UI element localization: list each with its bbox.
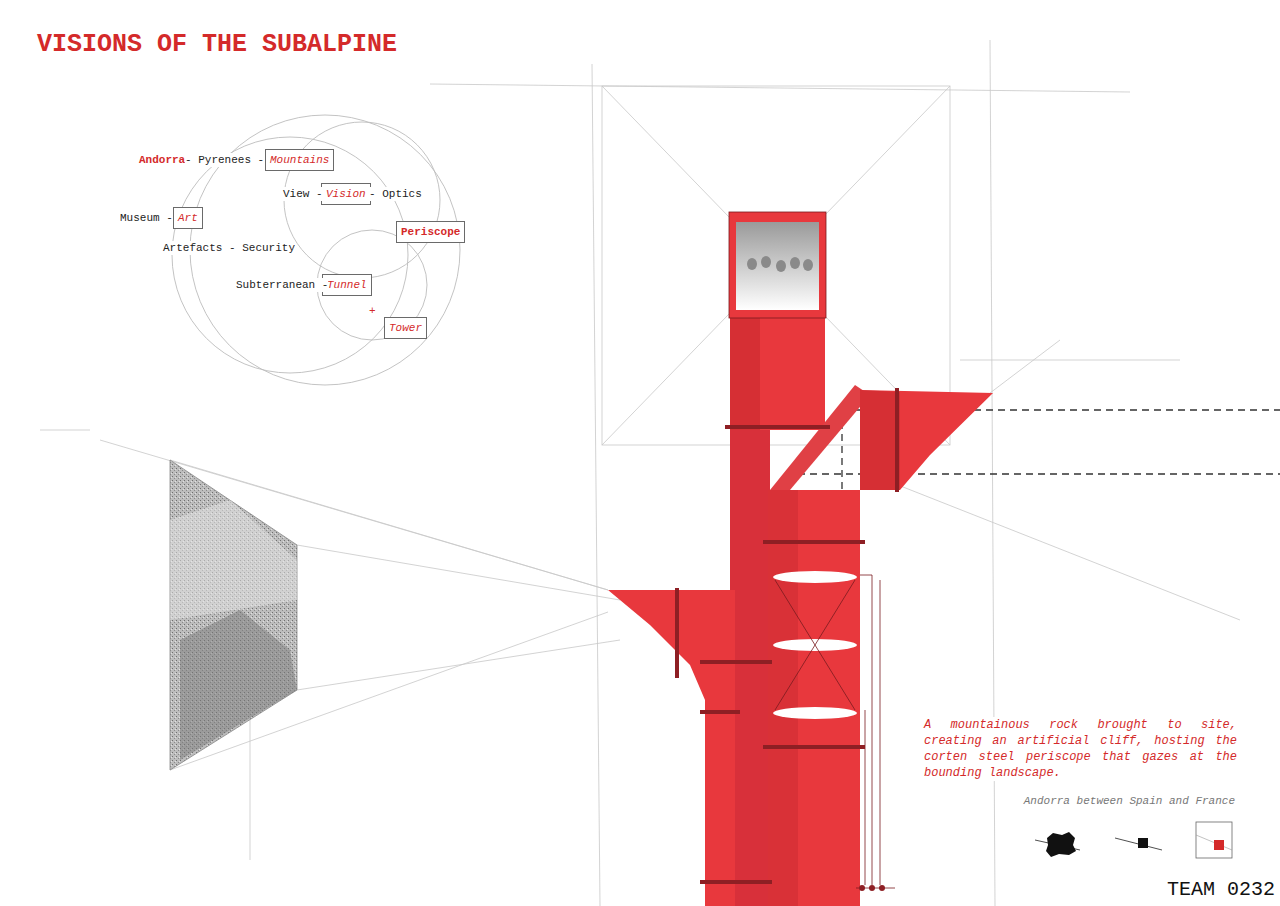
concept-label: TEAM 0232 <box>1167 877 1275 902</box>
concept-label: - Pyrenees - <box>185 153 264 167</box>
concept-box: Periscope <box>396 221 465 243</box>
concept-box: Art <box>173 207 203 229</box>
concept-box: Tunnel <box>322 274 372 296</box>
concept-label: Artefacts - Security <box>163 241 295 255</box>
concept-word: Art <box>178 211 198 225</box>
concept-label: Museum - <box>120 211 173 225</box>
concept-label: Andorra <box>139 153 185 167</box>
concept-label: Subterranean - <box>236 278 328 292</box>
concept-box: Vision <box>321 183 371 205</box>
landscape-photo <box>170 460 297 770</box>
concept-label: Andorra between Spain and France <box>1024 794 1235 808</box>
concept-label: - Optics <box>369 187 422 201</box>
poster-title: VISIONS OF THE SUBALPINE <box>37 30 397 60</box>
concept-word: Periscope <box>401 225 460 239</box>
concept-word: Mountains <box>270 153 329 167</box>
concept-word: Tower <box>389 321 422 335</box>
construction-lines <box>40 40 1240 906</box>
concept-word: Tunnel <box>327 278 367 292</box>
locator-icons <box>1035 822 1232 858</box>
caption-text: A mountainous rock brought to site, crea… <box>924 717 1237 781</box>
periscope-body <box>608 212 993 906</box>
concept-word: Vision <box>326 187 366 201</box>
concept-box: Tower <box>384 317 427 339</box>
concept-label: View - <box>283 187 323 201</box>
concept-label: + <box>369 304 376 318</box>
concept-box: Mountains <box>265 149 334 171</box>
